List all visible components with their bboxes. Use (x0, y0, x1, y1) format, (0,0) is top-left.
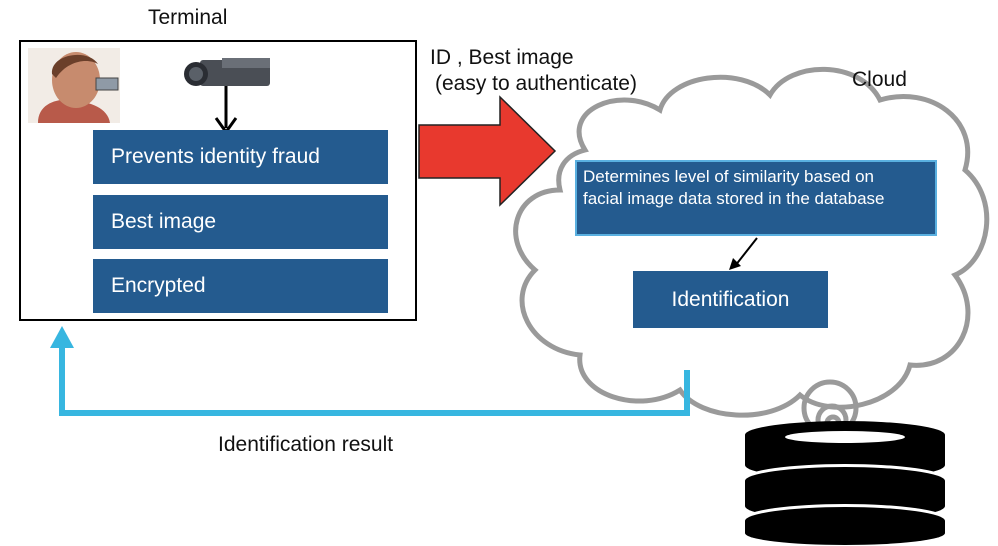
down-arrow-icon (729, 237, 758, 270)
transfer-label-line1: ID , Best image (430, 46, 574, 69)
similarity-box: Determines level of similarity based on … (575, 160, 937, 236)
terminal-title: Terminal (148, 6, 228, 29)
person-photo-icon (28, 48, 120, 123)
step-encrypted: Encrypted (93, 259, 388, 313)
cloud-shape (513, 66, 990, 418)
identification-box: Identification (633, 271, 828, 328)
camera-icon (184, 58, 270, 135)
transfer-label-line2: (easy to authenticate) (435, 72, 637, 95)
identification-result-label: Identification result (218, 433, 394, 456)
step-prevents-identity-fraud: Prevents identity fraud (93, 130, 388, 184)
send-arrow (418, 95, 557, 207)
step-best-image: Best image (93, 195, 388, 249)
similarity-line2: facial image data stored in the database (583, 189, 885, 208)
cloud-title: Cloud (852, 68, 907, 91)
return-arrow (50, 326, 690, 416)
database-icon (745, 421, 945, 545)
similarity-line1: Determines level of similarity based on (583, 167, 875, 186)
